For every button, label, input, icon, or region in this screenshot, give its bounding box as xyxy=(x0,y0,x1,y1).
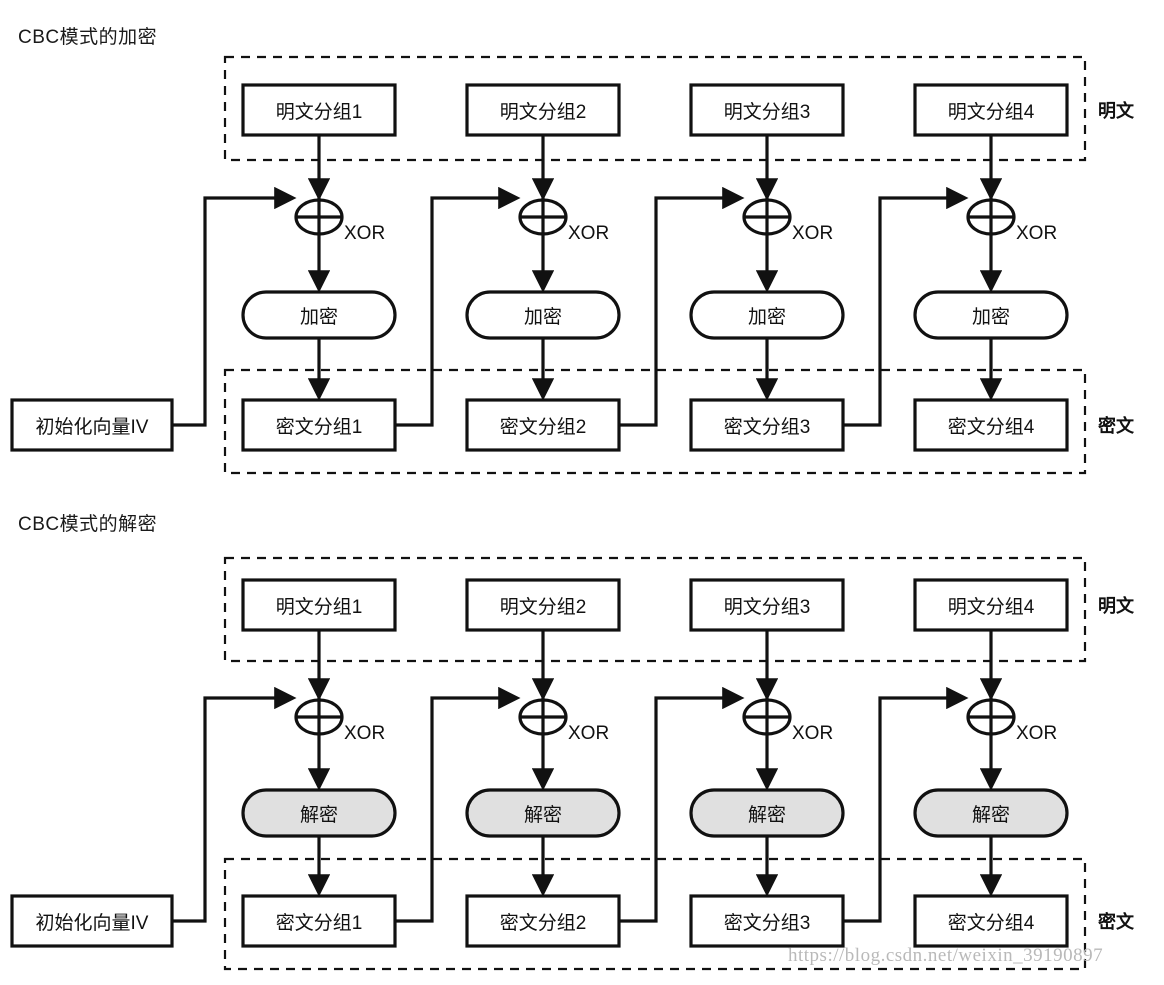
encrypt-plaintext-block-1 xyxy=(241,83,397,137)
encrypt-plaintext-block-4 xyxy=(913,83,1069,137)
encrypt-ciphertext-block-2 xyxy=(465,398,621,452)
decrypt-operation-shape-1 xyxy=(241,788,397,838)
decrypt-plaintext-block-2 xyxy=(465,578,621,632)
decrypt-operation-shape-4 xyxy=(913,788,1069,838)
encrypt-xor-label-3: XOR xyxy=(792,223,834,244)
decrypt-iv-feedback-line xyxy=(172,686,297,923)
encrypt-iv-box xyxy=(10,398,174,452)
decrypt-ciphertext-block-1 xyxy=(241,894,397,948)
connector-lines xyxy=(172,135,1003,923)
encrypt-iv-feedback-line xyxy=(172,186,297,427)
encrypt-ciphertext-group-box xyxy=(223,368,1087,475)
decrypt-operation-shape-2 xyxy=(465,788,621,838)
encrypt-ciphertext-group-label: 密文 xyxy=(1098,416,1134,436)
encrypt-ciphertext-block-4 xyxy=(913,398,1069,452)
watermark-text: https://blog.csdn.net/weixin_39190897 xyxy=(788,945,1104,966)
encrypt-section-title: CBC模式的加密 xyxy=(18,27,158,48)
decrypt-plaintext-group-label: 明文 xyxy=(1098,596,1134,616)
encrypt-xor-label-1: XOR xyxy=(344,223,386,244)
encrypt-plaintext-group-label: 明文 xyxy=(1098,101,1134,121)
decrypt-ciphertext-group-box xyxy=(223,857,1087,971)
encrypt-operation-shape-4 xyxy=(913,290,1069,340)
encrypt-feedback-line-3 xyxy=(843,186,969,427)
encrypt-plaintext-block-2 xyxy=(465,83,621,137)
encrypt-operation-shape-3 xyxy=(689,290,845,340)
decrypt-ciphertext-block-4 xyxy=(913,894,1069,948)
encrypt-plaintext-block-3 xyxy=(689,83,845,137)
decrypt-xor-label-2: XOR xyxy=(568,723,610,744)
encrypt-feedback-line-1 xyxy=(395,186,521,427)
decrypt-feedback-line-1 xyxy=(395,686,521,923)
decrypt-operation-shape-3 xyxy=(689,788,845,838)
decrypt-plaintext-group-box xyxy=(223,556,1087,663)
decrypt-section-title: CBC模式的解密 xyxy=(18,514,158,535)
decrypt-plaintext-block-1 xyxy=(241,578,397,632)
decrypt-xor-label-4: XOR xyxy=(1016,723,1058,744)
dashed-group-boxes xyxy=(223,55,1087,971)
encrypt-operation-shape-1 xyxy=(241,290,397,340)
encrypt-xor-label-4: XOR xyxy=(1016,223,1058,244)
decrypt-xor-label-1: XOR xyxy=(344,723,386,744)
node-shapes xyxy=(10,83,1069,948)
decrypt-feedback-line-3 xyxy=(843,686,969,923)
encrypt-feedback-line-2 xyxy=(619,186,745,427)
encrypt-plaintext-group-box xyxy=(223,55,1087,162)
decrypt-xor-label-3: XOR xyxy=(792,723,834,744)
decrypt-plaintext-block-3 xyxy=(689,578,845,632)
decrypt-iv-box xyxy=(10,894,174,948)
decrypt-ciphertext-block-3 xyxy=(689,894,845,948)
decrypt-ciphertext-block-2 xyxy=(465,894,621,948)
encrypt-ciphertext-block-1 xyxy=(241,398,397,452)
encrypt-ciphertext-block-3 xyxy=(689,398,845,452)
encrypt-xor-label-2: XOR xyxy=(568,223,610,244)
decrypt-feedback-line-2 xyxy=(619,686,745,923)
decrypt-ciphertext-group-label: 密文 xyxy=(1098,912,1134,932)
encrypt-operation-shape-2 xyxy=(465,290,621,340)
decrypt-plaintext-block-4 xyxy=(913,578,1069,632)
